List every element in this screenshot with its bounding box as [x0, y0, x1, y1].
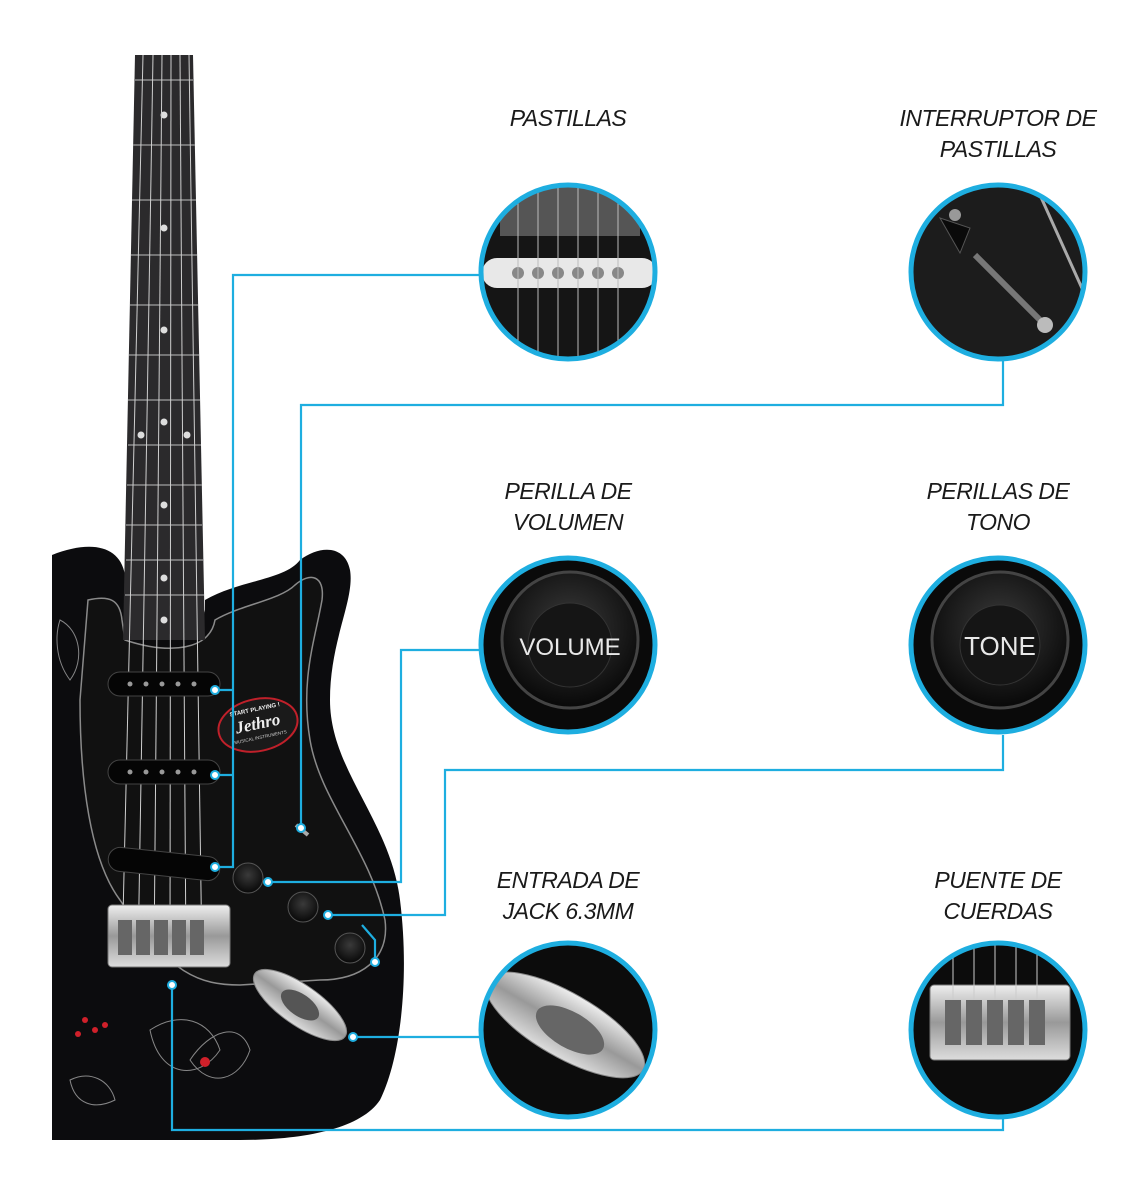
jack-plate: [253, 968, 347, 1042]
guitar-body: [52, 546, 404, 1140]
detail-pickups: [478, 182, 658, 362]
strings: [121, 54, 203, 961]
connector-lines: [170, 273, 1005, 1132]
bridge: [107, 904, 231, 968]
label-line: INTERRUPTOR DE: [899, 105, 1097, 131]
volume-knob-label: VOLUME: [519, 634, 620, 661]
guitar-neck: [123, 55, 205, 640]
label-line: ENTRADA DE: [496, 867, 640, 893]
label-pickup-switch: INTERRUPTOR DE PASTILLAS: [868, 103, 1128, 165]
label-line: PASTILLAS: [939, 136, 1057, 162]
tone-knob-label: TONE: [964, 631, 1036, 661]
label-line: TONO: [965, 509, 1031, 535]
detail-pickup-switch: [908, 182, 1088, 362]
detail-volume-knob: VOLUME: [478, 555, 658, 735]
pickups: [107, 671, 221, 882]
label-tone-knobs: PERILLAS DE TONO: [868, 476, 1128, 538]
detail-bridge: [908, 940, 1088, 1120]
label-line: PERILLAS DE: [926, 478, 1070, 504]
detail-jack-input: [478, 940, 658, 1120]
label-line: PASTILLAS: [509, 105, 627, 131]
connector-dots: [167, 685, 380, 1042]
label-line: PUENTE DE: [934, 867, 1062, 893]
label-line: PERILLA DE: [504, 478, 632, 504]
label-line: CUERDAS: [943, 898, 1053, 924]
label-line: VOLUMEN: [512, 509, 624, 535]
label-pickups: PASTILLAS: [438, 103, 698, 134]
label-bridge: PUENTE DE CUERDAS: [868, 865, 1128, 927]
brand-logo: START PLAYING ! Jethro MUSICAL INSTRUMEN…: [217, 697, 299, 753]
detail-tone-knobs: TONE: [908, 555, 1088, 735]
label-line: JACK 6.3MM: [502, 898, 634, 924]
label-volume-knob: PERILLA DE VOLUMEN: [438, 476, 698, 538]
label-jack-input: ENTRADA DE JACK 6.3MM: [438, 865, 698, 927]
